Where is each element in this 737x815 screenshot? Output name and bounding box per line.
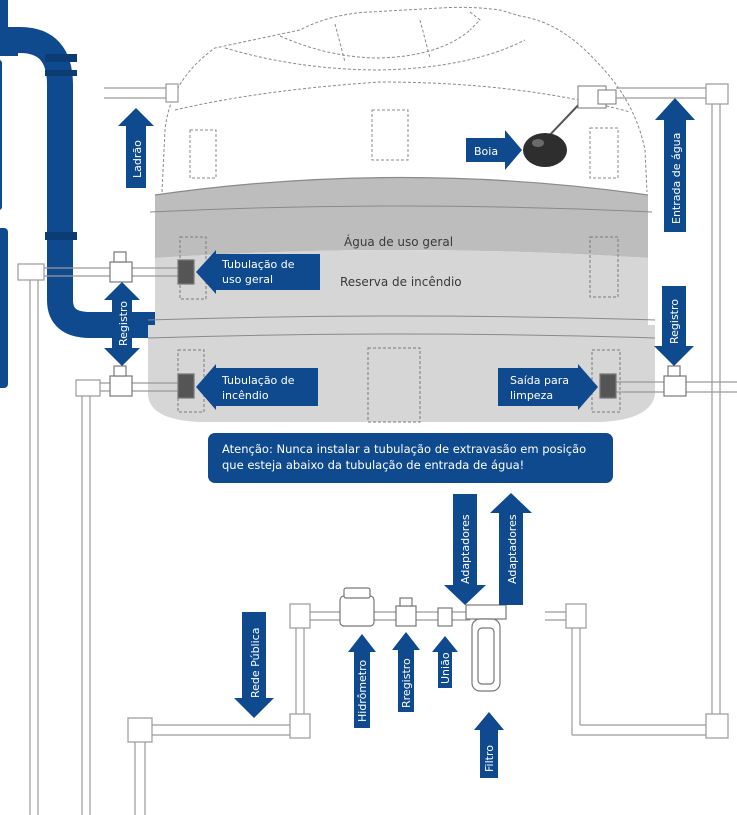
float-valve [523,85,617,167]
overflow-arrow: Ladrão [118,108,154,188]
valve-left-label: Registro [117,301,130,346]
filter-label: Filtro [483,745,496,772]
overflow-label: Ladrão [131,140,144,178]
general-pipe-arrow: Tubulação de uso geral [196,250,320,294]
valve-right-label: Registro [668,299,681,344]
registro-bottom-arrow: Rregistro [392,632,420,712]
tank-lid [161,6,648,193]
water-meter-arrow: Hidrômetro [348,634,376,728]
cleaning-outlet-label-1: Saída para [510,374,569,387]
adapters-right-arrow: Adaptadores [490,493,532,605]
valve-left-arrow: Registro [104,282,140,366]
warning-line-2: que esteja abaixo da tubulação de entrad… [222,458,525,472]
adapters-left-label: Adaptadores [459,514,472,584]
union-label: União [439,652,452,684]
valves [109,251,687,692]
warning-line-1: Atenção: Nunca instalar a tubulação de e… [222,442,587,456]
fire-reserve-label: Reserva de incêndio [340,275,462,289]
adapters-left-arrow: Adaptadores [444,494,486,605]
adapters-right-label: Adaptadores [506,514,519,584]
cleaning-outlet-label-2: limpeza [510,389,553,402]
water-meter-label: Hidrômetro [356,660,369,722]
fire-pipe-label-2: incêndio [222,389,269,402]
general-pipe-label-2: uso geral [222,273,273,286]
float-arrow: Boia [466,130,522,170]
pipe-network [17,83,737,815]
registro-bottom-label: Rregistro [400,658,413,708]
union-arrow: União [432,636,458,688]
public-network-arrow: Rede Pública [234,612,274,718]
public-network-label: Rede Pública [249,628,262,698]
main-blue-pipe [0,0,170,388]
float-label: Boia [474,145,498,158]
fire-pipe-arrow: Tubulação de incêndio [196,364,318,410]
cleaning-outlet-arrow: Saída para limpeza [498,364,598,410]
water-inlet-label: Entrada de água [670,133,683,224]
warning-notice: Atenção: Nunca instalar a tubulação de e… [208,433,613,483]
filter-arrow: Filtro [474,712,504,778]
general-water-label: Água de uso geral [344,234,453,249]
valve-right-arrow: Registro [654,286,694,366]
general-pipe-label-1: Tubulação de [221,258,295,271]
water-inlet-arrow: Entrada de água [655,98,695,232]
fire-pipe-label-1: Tubulação de [221,374,295,387]
